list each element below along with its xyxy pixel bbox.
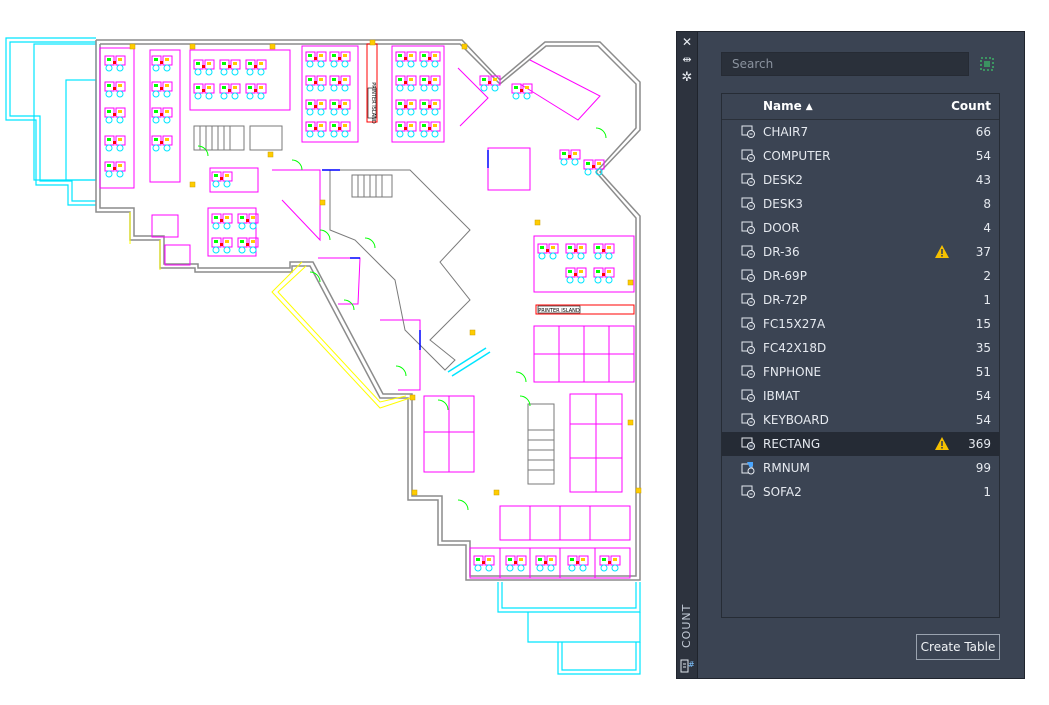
list-item[interactable]: CHAIR7 66 [722,120,999,144]
item-count: 4 [983,221,991,235]
count-palette[interactable]: ✕ ⇹ ✲ COUNT # Name▲ Count CHAIR7 66COMPUT… [676,31,1025,679]
properties-icon[interactable]: ✲ [681,70,693,85]
create-table-button[interactable]: Create Table [916,634,1000,660]
block-icon [741,197,755,210]
door-swings [197,127,607,511]
palette-title: COUNT [680,603,693,648]
item-count: 369 [968,437,991,451]
count-column-header[interactable]: Count [951,99,991,113]
item-name: RMNUM [763,461,810,475]
item-name: KEYBOARD [763,413,829,427]
select-objects-icon[interactable] [979,56,995,72]
block-icon [741,221,755,234]
block-icon [741,293,755,306]
list-item[interactable]: FNPHONE 51 [722,360,999,384]
item-count: 99 [975,461,991,475]
corridor [129,212,411,409]
block-icon [741,485,755,498]
warning-icon[interactable] [934,436,950,451]
item-name: FNPHONE [763,365,822,379]
list-item[interactable]: DR-69P 2 [722,264,999,288]
printer-island-label: PRINTER ISLAND [538,308,580,314]
item-count: 8 [983,197,991,211]
list-item[interactable]: DESK2 43 [722,168,999,192]
item-name: DR-69P [763,269,807,283]
block-icon [741,173,755,186]
list-item[interactable]: COMPUTER 54 [722,144,999,168]
item-name: IBMAT [763,389,800,403]
list-item[interactable]: DESK3 8 [722,192,999,216]
floor-plan-drawing[interactable]: PRINTER ISLAND PRINTER ISLAND [0,0,676,705]
list-item[interactable]: KEYBOARD 54 [722,408,999,432]
item-count: 43 [975,173,991,187]
item-name: CHAIR7 [763,125,809,139]
printer-island-label: PRINTER ISLAND [370,82,376,124]
attribute-block-icon [741,462,755,475]
warning-icon[interactable] [934,244,950,259]
block-icon [741,125,755,138]
block-icon [741,341,755,354]
list-item[interactable]: DR-36 37 [722,240,999,264]
block-icon [741,437,755,450]
block-icon [741,149,755,162]
interior-walls [99,45,635,579]
list-item[interactable]: IBMAT 54 [722,384,999,408]
item-count: 1 [983,293,991,307]
list-header: Name▲ Count [722,94,999,120]
block-icon [741,389,755,402]
sort-ascending-icon: ▲ [805,102,813,112]
item-count: 51 [975,365,991,379]
item-name: RECTANG [763,437,821,451]
item-name: DESK3 [763,197,803,211]
list-item[interactable]: DOOR 4 [722,216,999,240]
bottom-balcony [497,582,641,675]
search-input[interactable] [721,52,969,76]
item-count: 54 [975,149,991,163]
item-name: FC42X18D [763,341,827,355]
left-balcony [5,37,97,206]
glass-partition [447,347,491,377]
list-item[interactable]: RMNUM 99 [722,456,999,480]
list-item[interactable]: RECTANG 369 [722,432,999,456]
block-icon [741,245,755,258]
furniture-blocks [104,39,642,572]
item-name: DOOR [763,221,800,235]
block-icon [741,269,755,282]
block-icon [741,365,755,378]
item-name: DR-72P [763,293,807,307]
item-name: SOFA2 [763,485,802,499]
block-icon [741,413,755,426]
list-item[interactable]: DR-72P 1 [722,288,999,312]
block-icon [741,317,755,330]
palette-title-bar[interactable]: ✕ ⇹ ✲ COUNT # [677,32,698,678]
building-core [193,125,555,485]
drawing-area[interactable]: PRINTER ISLAND PRINTER ISLAND [0,0,676,705]
svg-text:#: # [688,660,694,669]
item-name: DESK2 [763,173,803,187]
printer-islands: PRINTER ISLAND PRINTER ISLAND [366,43,635,315]
list-item[interactable]: FC42X18D 35 [722,336,999,360]
item-count: 54 [975,413,991,427]
item-name: DR-36 [763,245,800,259]
item-name: FC15X27A [763,317,826,331]
item-count: 66 [975,125,991,139]
item-count: 54 [975,389,991,403]
item-count: 2 [983,269,991,283]
name-column-header[interactable]: Name▲ [763,99,813,113]
item-count: 37 [975,245,991,259]
list-item[interactable]: FC15X27A 15 [722,312,999,336]
item-count: 35 [975,341,991,355]
list-item[interactable]: SOFA2 1 [722,480,999,504]
item-count: 1 [983,485,991,499]
close-icon[interactable]: ✕ [681,35,693,49]
item-count: 15 [975,317,991,331]
count-icon: # [680,659,694,673]
item-name: COMPUTER [763,149,831,163]
auto-hide-icon[interactable]: ⇹ [682,53,692,66]
name-column-label: Name [763,99,802,113]
window-marks [322,150,489,350]
